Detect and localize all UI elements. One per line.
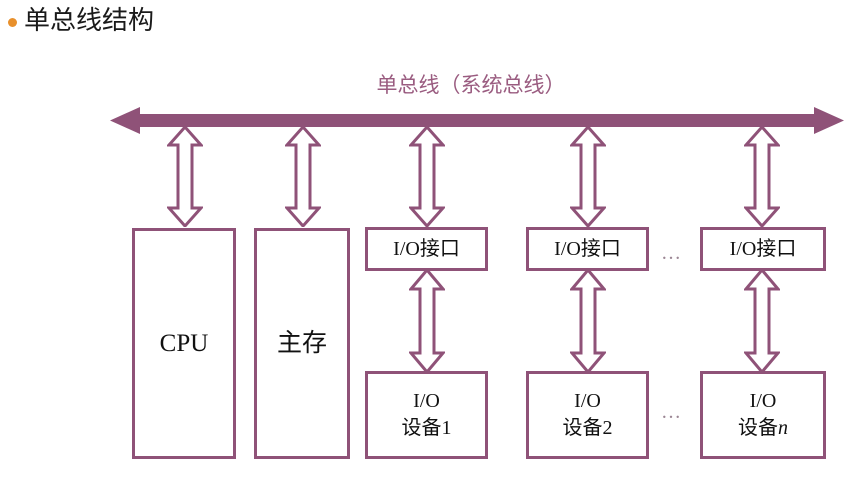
block-memory-label: 主存: [276, 329, 327, 357]
page-title-text: 单总线结构: [24, 6, 155, 35]
block-io-device-1: I/O 设备1: [365, 371, 488, 459]
connector-bus-to-memory: [285, 126, 321, 227]
block-io-device-3-line2: 设备n: [738, 415, 788, 442]
bullet-icon: [8, 18, 17, 27]
block-io-interface-1-label: I/O接口: [393, 238, 460, 260]
ellipsis-interface-row: …: [661, 242, 683, 264]
block-cpu-label: CPU: [159, 329, 209, 357]
connector-bus-to-cpu: [167, 126, 203, 227]
system-bus-arrow: [110, 104, 844, 138]
bus-label: 单总线（系统总线）: [376, 73, 566, 97]
page-title: 单总线结构: [8, 6, 154, 36]
connector-bus-to-interface-3: [744, 126, 780, 227]
block-io-device-1-line1: I/O: [413, 390, 440, 412]
connector-interface-1-to-device-1: [409, 269, 445, 373]
block-io-interface-3-label: I/O接口: [729, 238, 797, 260]
block-io-device-2-line1: I/O: [574, 390, 601, 412]
block-io-interface-2: I/O接口: [526, 227, 649, 271]
block-io-device-3: I/O 设备n: [700, 371, 826, 459]
block-io-interface-2-label: I/O接口: [554, 238, 621, 260]
block-io-device-2: I/O 设备2: [526, 371, 649, 459]
block-io-device-2-line2: 设备2: [562, 417, 613, 439]
block-io-interface-3: I/O接口: [700, 227, 826, 271]
connector-bus-to-interface-1: [409, 126, 445, 227]
connector-interface-3-to-device-3: [744, 269, 780, 373]
block-cpu: CPU: [132, 228, 236, 459]
ellipsis-device-row: …: [661, 401, 683, 423]
block-io-device-1-line2: 设备1: [401, 417, 452, 439]
block-io-device-3-line2-text: 设备: [738, 417, 778, 439]
connector-bus-to-interface-2: [570, 126, 606, 227]
connector-interface-2-to-device-2: [570, 269, 606, 373]
block-io-interface-1: I/O接口: [365, 227, 488, 271]
block-memory: 主存: [254, 228, 350, 459]
block-io-device-3-suffix: n: [778, 417, 788, 439]
block-io-device-3-line1: I/O: [749, 390, 777, 412]
